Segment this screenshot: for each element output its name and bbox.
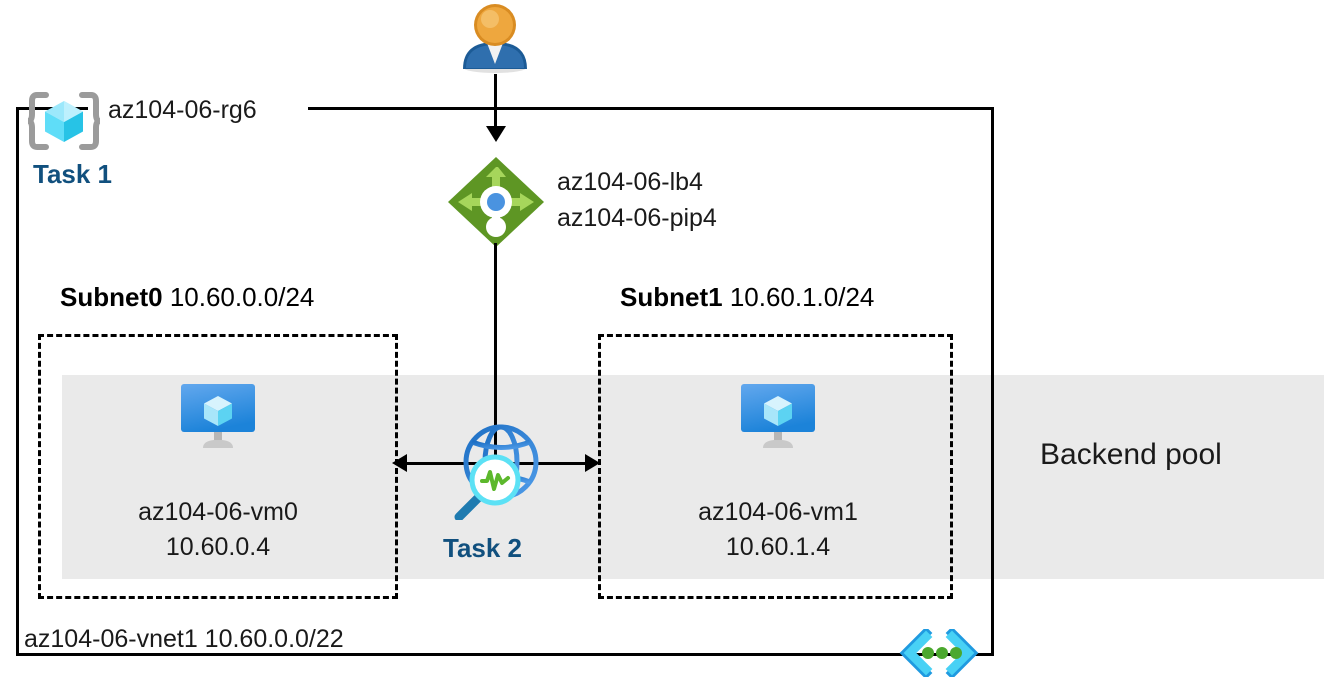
- vm-0-labels: az104-06-vm0 10.60.0.4: [58, 495, 378, 565]
- vm-1-name: az104-06-vm1: [698, 498, 858, 526]
- subnet-0-cidr: 10.60.0.0/24: [169, 282, 315, 312]
- task-2-label: Task 2: [443, 533, 523, 563]
- task-1-label: Task 1: [33, 159, 113, 189]
- load-balancer-icon: [446, 155, 546, 250]
- subnet-connector-arrowhead-right: [585, 454, 600, 472]
- rg-border-bottom: [16, 653, 994, 656]
- subnet-1-title: Subnet1 10.60.1.0/24: [620, 282, 874, 313]
- rg-border-left: [16, 107, 19, 656]
- user-icon: [458, 2, 532, 74]
- vm-1-ip: 10.60.1.4: [725, 533, 831, 561]
- vm-1-labels: az104-06-vm1 10.60.1.4: [618, 495, 938, 565]
- network-watcher-icon: [451, 420, 543, 522]
- lb-to-network-connector-line: [494, 243, 497, 465]
- rg-border-right: [991, 107, 994, 656]
- vm-0-name: az104-06-vm0: [138, 498, 298, 526]
- load-balancer-name-label: az104-06-lb4: [557, 168, 703, 196]
- subnet-1-cidr: 10.60.1.0/24: [729, 282, 875, 312]
- public-ip-name-label: az104-06-pip4: [557, 204, 717, 232]
- subnet-1-name: Subnet1: [620, 282, 723, 312]
- subnet-connector-arrowhead-left: [392, 454, 407, 472]
- subnet-0-name: Subnet0: [60, 282, 163, 312]
- backend-pool-label: Backend pool: [1040, 438, 1222, 471]
- resource-group-name-label: az104-06-rg6: [108, 96, 257, 124]
- backend-pool-band: [62, 375, 1324, 579]
- subnet-0-title: Subnet0 10.60.0.0/24: [60, 282, 314, 313]
- virtual-machine-icon: [738, 382, 818, 450]
- virtual-network-icon: [898, 626, 980, 680]
- virtual-machine-icon: [178, 382, 258, 450]
- virtual-network-label: az104-06-vnet1 10.60.0.0/22: [24, 625, 344, 653]
- resource-group-icon: [19, 92, 109, 150]
- vm-0-ip: 10.60.0.4: [165, 533, 271, 561]
- user-to-lb-arrowhead: [486, 126, 506, 142]
- load-balancer-labels: az104-06-lb4 az104-06-pip4: [557, 164, 717, 236]
- user-to-lb-connector-line: [494, 74, 497, 130]
- rg-border-top-right-segment: [308, 107, 994, 110]
